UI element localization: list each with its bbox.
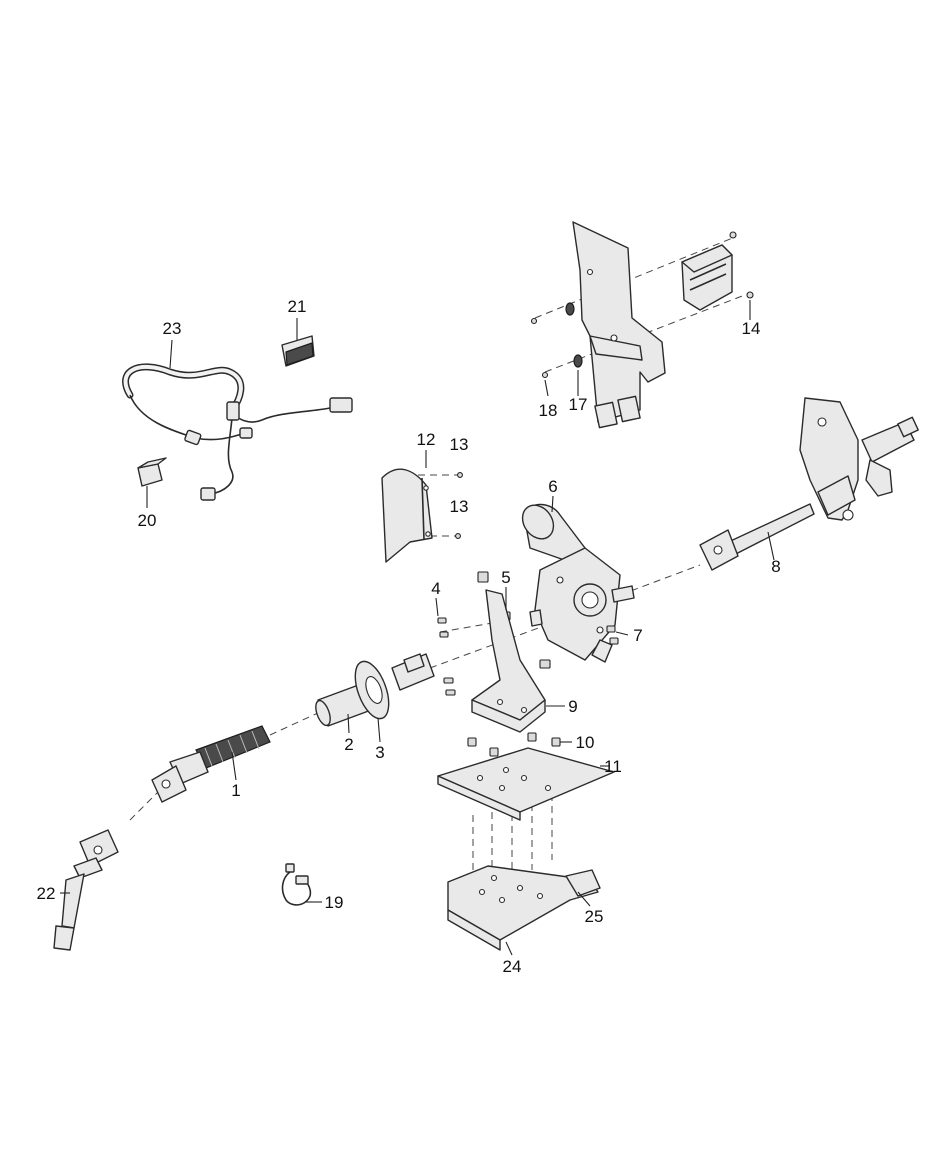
callout-1: 1 bbox=[231, 781, 240, 800]
callout-11: 11 bbox=[604, 757, 622, 776]
mounting-plate bbox=[437, 747, 615, 821]
callout-3: 3 bbox=[375, 743, 384, 762]
ecu-bracket bbox=[572, 221, 666, 429]
wiring-harness bbox=[122, 363, 353, 501]
callout-25: 25 bbox=[585, 907, 604, 926]
callout-5: 5 bbox=[501, 568, 510, 587]
ecu-hardware bbox=[530, 231, 754, 379]
callout-20: 20 bbox=[138, 511, 157, 530]
callout-13a: 13 bbox=[450, 435, 469, 454]
upper-steering-shaft bbox=[699, 397, 919, 571]
callout-22: 22 bbox=[37, 884, 56, 903]
callout-18: 18 bbox=[539, 401, 558, 420]
callout-19: 19 bbox=[325, 893, 344, 912]
eps-motor-assembly bbox=[521, 503, 635, 663]
ecu-module bbox=[681, 244, 733, 311]
callout-17: 17 bbox=[569, 395, 588, 414]
callout-6: 6 bbox=[548, 477, 557, 496]
callout-12: 12 bbox=[417, 430, 436, 449]
callout-24: 24 bbox=[503, 957, 522, 976]
callout-10: 10 bbox=[576, 733, 595, 752]
callout-13b: 13 bbox=[450, 497, 469, 516]
callout-4: 4 bbox=[431, 579, 440, 598]
shield-plate bbox=[381, 468, 463, 563]
callout-21: 21 bbox=[288, 297, 307, 316]
sensor-harness bbox=[281, 863, 312, 906]
column-mount-bracket bbox=[471, 589, 546, 733]
upper-u-joint bbox=[391, 653, 435, 691]
flange-bearing bbox=[354, 660, 390, 720]
intermediate-shaft bbox=[53, 829, 119, 951]
floor-bracket bbox=[447, 865, 601, 951]
callout-14: 14 bbox=[742, 319, 761, 338]
callout-labels: 1 2 3 4 5 6 7 8 9 10 11 12 13 13 14 17 1… bbox=[37, 297, 781, 976]
callout-7: 7 bbox=[633, 626, 642, 645]
callout-23: 23 bbox=[163, 319, 182, 338]
callout-2: 2 bbox=[344, 735, 353, 754]
callout-8: 8 bbox=[771, 557, 780, 576]
lower-steering-shaft bbox=[151, 725, 271, 803]
fuse-block bbox=[137, 457, 167, 487]
leader-lines bbox=[60, 300, 775, 956]
relay-connector bbox=[281, 335, 315, 367]
callout-9: 9 bbox=[568, 697, 577, 716]
